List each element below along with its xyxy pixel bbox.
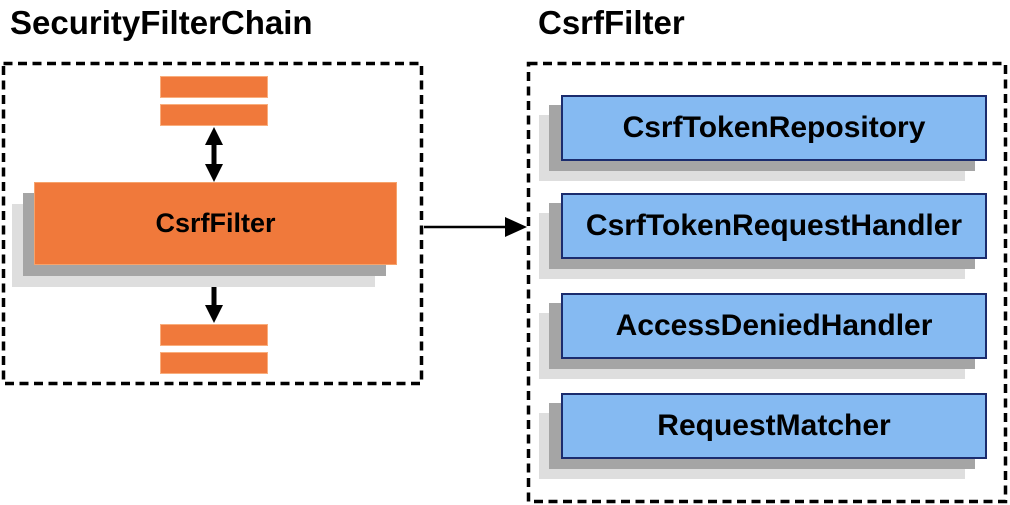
csrf-filter-title: CsrfFilter — [538, 4, 685, 41]
filter-placeholder-bar — [160, 324, 268, 346]
csrf-filter-dashed-border — [526, 61, 1008, 504]
component-node-access-denied-handler: AccessDeniedHandler — [561, 293, 987, 359]
component-node-csrf-token-repository: CsrfTokenRepository — [561, 95, 987, 161]
filter-placeholder-bar — [160, 76, 268, 98]
component-label: CsrfTokenRequestHandler — [585, 209, 963, 242]
component-label: RequestMatcher — [657, 409, 891, 442]
component-node-request-matcher: RequestMatcher — [561, 393, 987, 459]
bidirectional-arrow-top — [205, 127, 223, 182]
component-label: AccessDeniedHandler — [615, 309, 933, 342]
bidirectional-arrow-bottom — [205, 266, 223, 323]
filter-placeholder-bar — [160, 104, 268, 126]
filter-placeholder-bar — [160, 352, 268, 374]
csrf-filter-node-label: CsrfFilter — [155, 208, 276, 238]
component-label: CsrfTokenRepository — [622, 111, 926, 144]
component-node-csrf-token-request-handler: CsrfTokenRequestHandler — [561, 193, 987, 259]
flow-arrow — [424, 217, 527, 237]
security-filter-chain-dashed-border — [1, 61, 424, 386]
security-filter-chain-title: SecurityFilterChain — [10, 4, 313, 41]
csrf-filter-node: CsrfFilter — [34, 182, 397, 265]
